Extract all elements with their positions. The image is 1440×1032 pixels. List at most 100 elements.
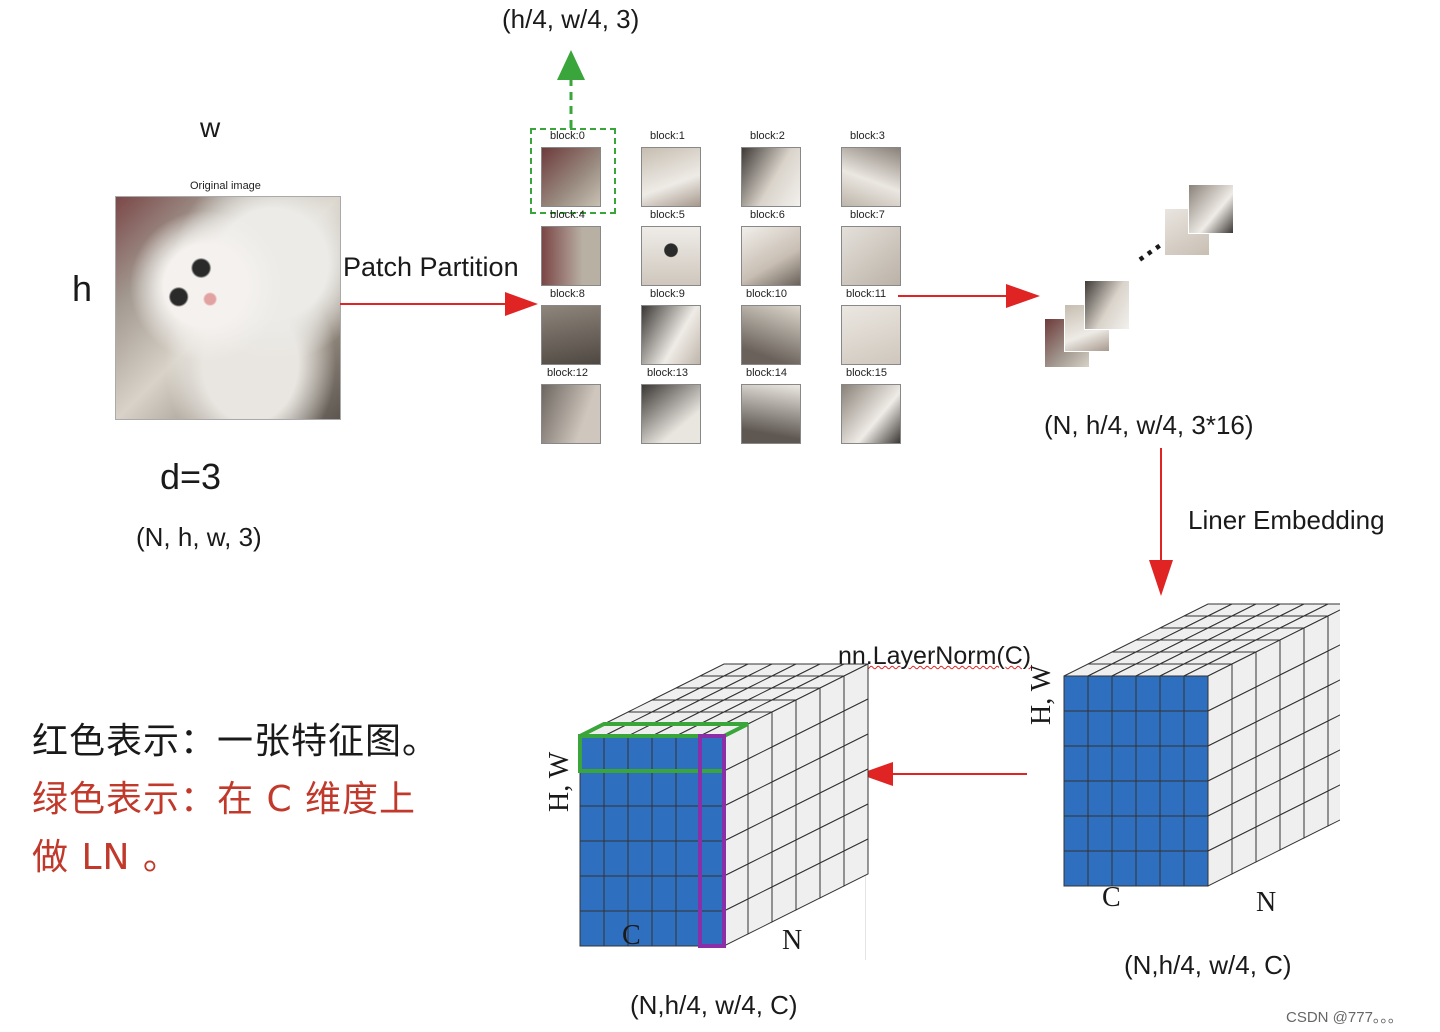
cube-front-cell [1135, 815, 1161, 852]
block-8-patch [541, 305, 601, 365]
block-label: block:6 [750, 209, 785, 221]
cube-front-cell [1111, 745, 1137, 782]
block-label: block:9 [650, 288, 685, 300]
left-cube-c-label: C [622, 920, 641, 951]
cube-front-cell [1159, 745, 1185, 782]
cube-front-cell [1063, 780, 1089, 817]
cube-front-cell [1183, 745, 1209, 782]
block-4-patch [541, 226, 601, 286]
cube-front-cell [579, 875, 605, 912]
left-cube [578, 663, 869, 948]
cube-front-cell [699, 910, 725, 947]
block-13-patch [641, 384, 701, 444]
block-0-patch [541, 147, 601, 207]
cube-front-cell [1159, 780, 1185, 817]
cube-front-cell [675, 770, 701, 807]
cube-front-cell [1183, 675, 1209, 712]
cube-front-cell [1135, 710, 1161, 747]
purple-highlight-column [698, 734, 726, 948]
block-label: block:0 [550, 130, 585, 142]
original-image-title: Original image [190, 180, 261, 192]
green-up-arrow [557, 50, 585, 128]
block-label: block:15 [846, 367, 887, 379]
grid-to-stack-arrow [898, 284, 1040, 308]
block-5-patch [641, 226, 701, 286]
block-label: block:8 [550, 288, 585, 300]
cube-front-cell [1111, 850, 1137, 887]
right-cube [1063, 603, 1340, 887]
block-label: block:10 [746, 288, 787, 300]
cube-front-cell [603, 770, 629, 807]
cube-front-cell [699, 840, 725, 877]
cube-front-cell [1135, 850, 1161, 887]
cube-front-cell [1159, 675, 1185, 712]
block-14-patch [741, 384, 801, 444]
cube-front-cell [1183, 710, 1209, 747]
cube-front-cell [1087, 745, 1113, 782]
cube-front-cell [627, 770, 653, 807]
block-12-patch [541, 384, 601, 444]
cube-front-cell [1111, 675, 1137, 712]
cube-front-cell [1183, 815, 1209, 852]
block-2-patch [741, 147, 801, 207]
stack-shape-label: (N, h/4, w/4, 3*16) [1044, 410, 1254, 440]
cube-front-cell [651, 805, 677, 842]
block-label: block:11 [846, 288, 887, 300]
note-line-3: 做 LN 。 [32, 837, 180, 878]
top-shape-label: (h/4, w/4, 3) [502, 4, 640, 34]
block-label: block:3 [850, 130, 885, 142]
cube-front-cell [603, 875, 629, 912]
cube-front-cell [627, 735, 653, 772]
layernorm-label: nn.LayerNorm(C) [838, 642, 1032, 670]
cube-front-cell [603, 735, 629, 772]
block-3-patch [841, 147, 901, 207]
block-label: block:5 [650, 209, 685, 221]
block-label: block:1 [650, 130, 685, 142]
cube-front-cell [699, 875, 725, 912]
w-label: w [200, 112, 221, 143]
liner-embedding-arrow [1149, 448, 1173, 596]
d-label: d=3 [160, 456, 222, 497]
block-label: block:4 [550, 209, 585, 221]
cube-front-cell [1063, 710, 1089, 747]
cube-side-cell [843, 838, 869, 887]
cube-side-cell [1327, 609, 1340, 652]
h-label: h [72, 268, 93, 309]
cube-front-cell [603, 805, 629, 842]
block-label: block:13 [647, 367, 688, 379]
cube-front-cell [579, 805, 605, 842]
block-11-patch [841, 305, 901, 365]
cube-front-cell [699, 735, 725, 772]
cube-front-cell [1183, 780, 1209, 817]
cube-front-cell [579, 770, 605, 807]
block-label: block:2 [750, 130, 785, 142]
block-15-patch [841, 384, 901, 444]
block-label: block:12 [547, 367, 588, 379]
cube-front-cell [1087, 675, 1113, 712]
stack-patch [1188, 184, 1234, 234]
cube-front-cell [1135, 675, 1161, 712]
patch-partition-label: Patch Partition [343, 252, 519, 282]
block-9-patch [641, 305, 701, 365]
original-cat-image [115, 196, 341, 420]
cube-front-cell [675, 840, 701, 877]
patch-partition-arrow [340, 292, 538, 316]
layernorm-arrow [859, 762, 1027, 786]
note-line-1: 红色表示：一张特征图。 [32, 721, 440, 762]
stack-patch [1084, 280, 1130, 330]
cube-side-cell [1327, 784, 1340, 827]
cube-front-cell [579, 840, 605, 877]
cube-front-cell [1063, 675, 1089, 712]
cube-side-cell [1327, 679, 1340, 722]
cube-front-cell [699, 770, 725, 807]
cube-front-cell [1135, 780, 1161, 817]
cube-front-cell [627, 840, 653, 877]
cube-front-cell [675, 805, 701, 842]
cube-front-cell [651, 770, 677, 807]
block-6-patch [741, 226, 801, 286]
cube-front-cell [651, 875, 677, 912]
original-shape-label: (N, h, w, 3) [136, 522, 262, 552]
cube-front-cell [627, 805, 653, 842]
left-cube-shape-label: (N,h/4, w/4, C) [630, 990, 798, 1020]
right-cube-n-label: N [1256, 887, 1277, 918]
